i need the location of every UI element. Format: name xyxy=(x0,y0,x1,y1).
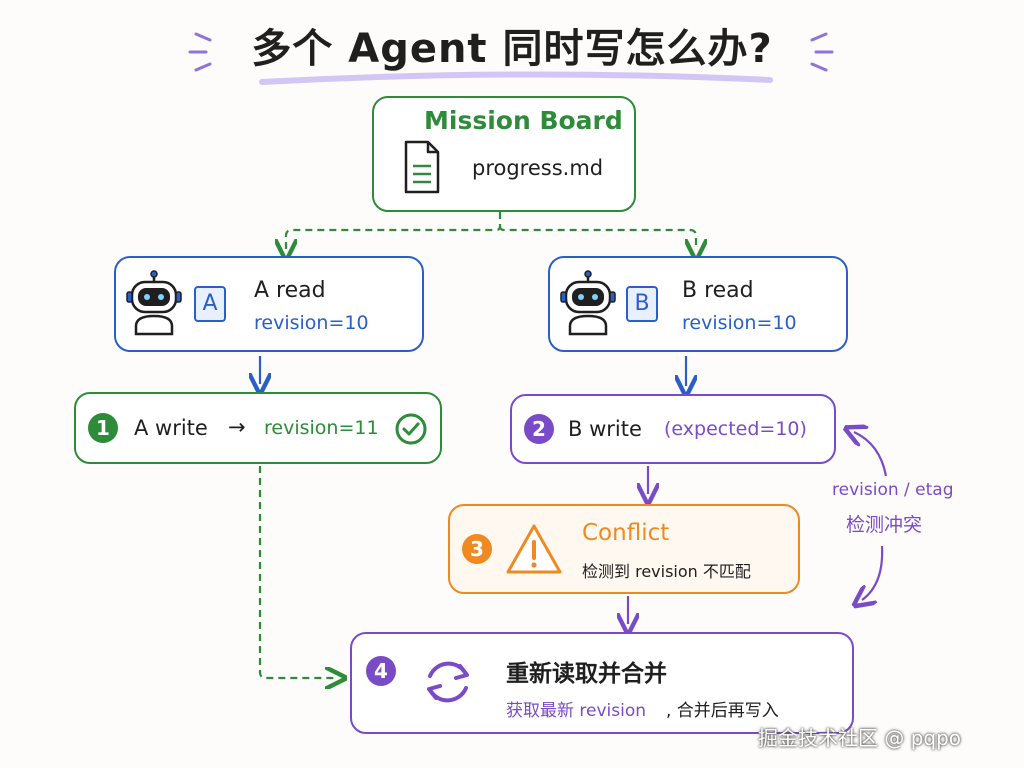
mission-board-card: Mission Board progress.md xyxy=(372,96,636,212)
agent-a-badge-label: A xyxy=(202,291,218,316)
step4-number: 4 xyxy=(366,656,396,686)
page-title: 多个 Agent 同时写怎么办? xyxy=(251,26,773,72)
agent-a-card: A A read revision=10 xyxy=(114,256,424,352)
step4-card: 4 重新读取并合并 获取最新 revision , 合并后再写入 xyxy=(350,632,854,734)
mission-board-file: progress.md xyxy=(472,156,604,180)
agent-b-action: B read xyxy=(682,278,754,303)
agent-b-badge-label: B xyxy=(634,291,650,316)
step3-number: 3 xyxy=(462,534,492,564)
check-circle-icon xyxy=(394,412,428,450)
step4-detail-highlight: 获取最新 revision xyxy=(506,701,647,721)
step2-action: B write xyxy=(568,417,642,441)
step4-detail-rest: , 合并后再写入 xyxy=(666,701,779,721)
watermark: 掘金技术社区 @ pqpo xyxy=(758,726,962,750)
step1-action: A write xyxy=(134,416,208,440)
step1-card: 1 A write → revision=11 xyxy=(74,392,442,464)
step3-card: 3 Conflict 检测到 revision 不匹配 xyxy=(448,504,800,594)
step1-revision: revision=11 xyxy=(264,417,379,439)
agent-a-action: A read xyxy=(254,278,326,303)
refresh-icon xyxy=(418,652,478,716)
step1-number: 1 xyxy=(88,413,118,443)
robot-icon xyxy=(560,270,616,342)
step1-arrow: → xyxy=(228,415,246,439)
agent-a-revision: revision=10 xyxy=(254,312,369,334)
agent-b-badge: B xyxy=(626,286,658,322)
step2-expected: (expected=10) xyxy=(664,418,807,440)
document-icon xyxy=(402,140,442,200)
robot-icon xyxy=(126,270,182,342)
mission-board-title: Mission Board xyxy=(424,106,623,135)
agent-b-revision: revision=10 xyxy=(682,312,797,334)
warning-icon xyxy=(504,522,564,580)
step2-number: 2 xyxy=(524,414,554,444)
step3-title: Conflict xyxy=(582,520,670,546)
agent-b-card: B B read revision=10 xyxy=(548,256,848,352)
step2-card: 2 B write (expected=10) xyxy=(510,394,836,464)
side-note-line2: 检测冲突 xyxy=(846,514,923,536)
step3-detail: 检测到 revision 不匹配 xyxy=(582,562,751,581)
side-note-line1: revision / etag xyxy=(832,480,954,500)
step4-title: 重新读取并合并 xyxy=(506,661,667,687)
agent-a-badge: A xyxy=(194,286,226,322)
